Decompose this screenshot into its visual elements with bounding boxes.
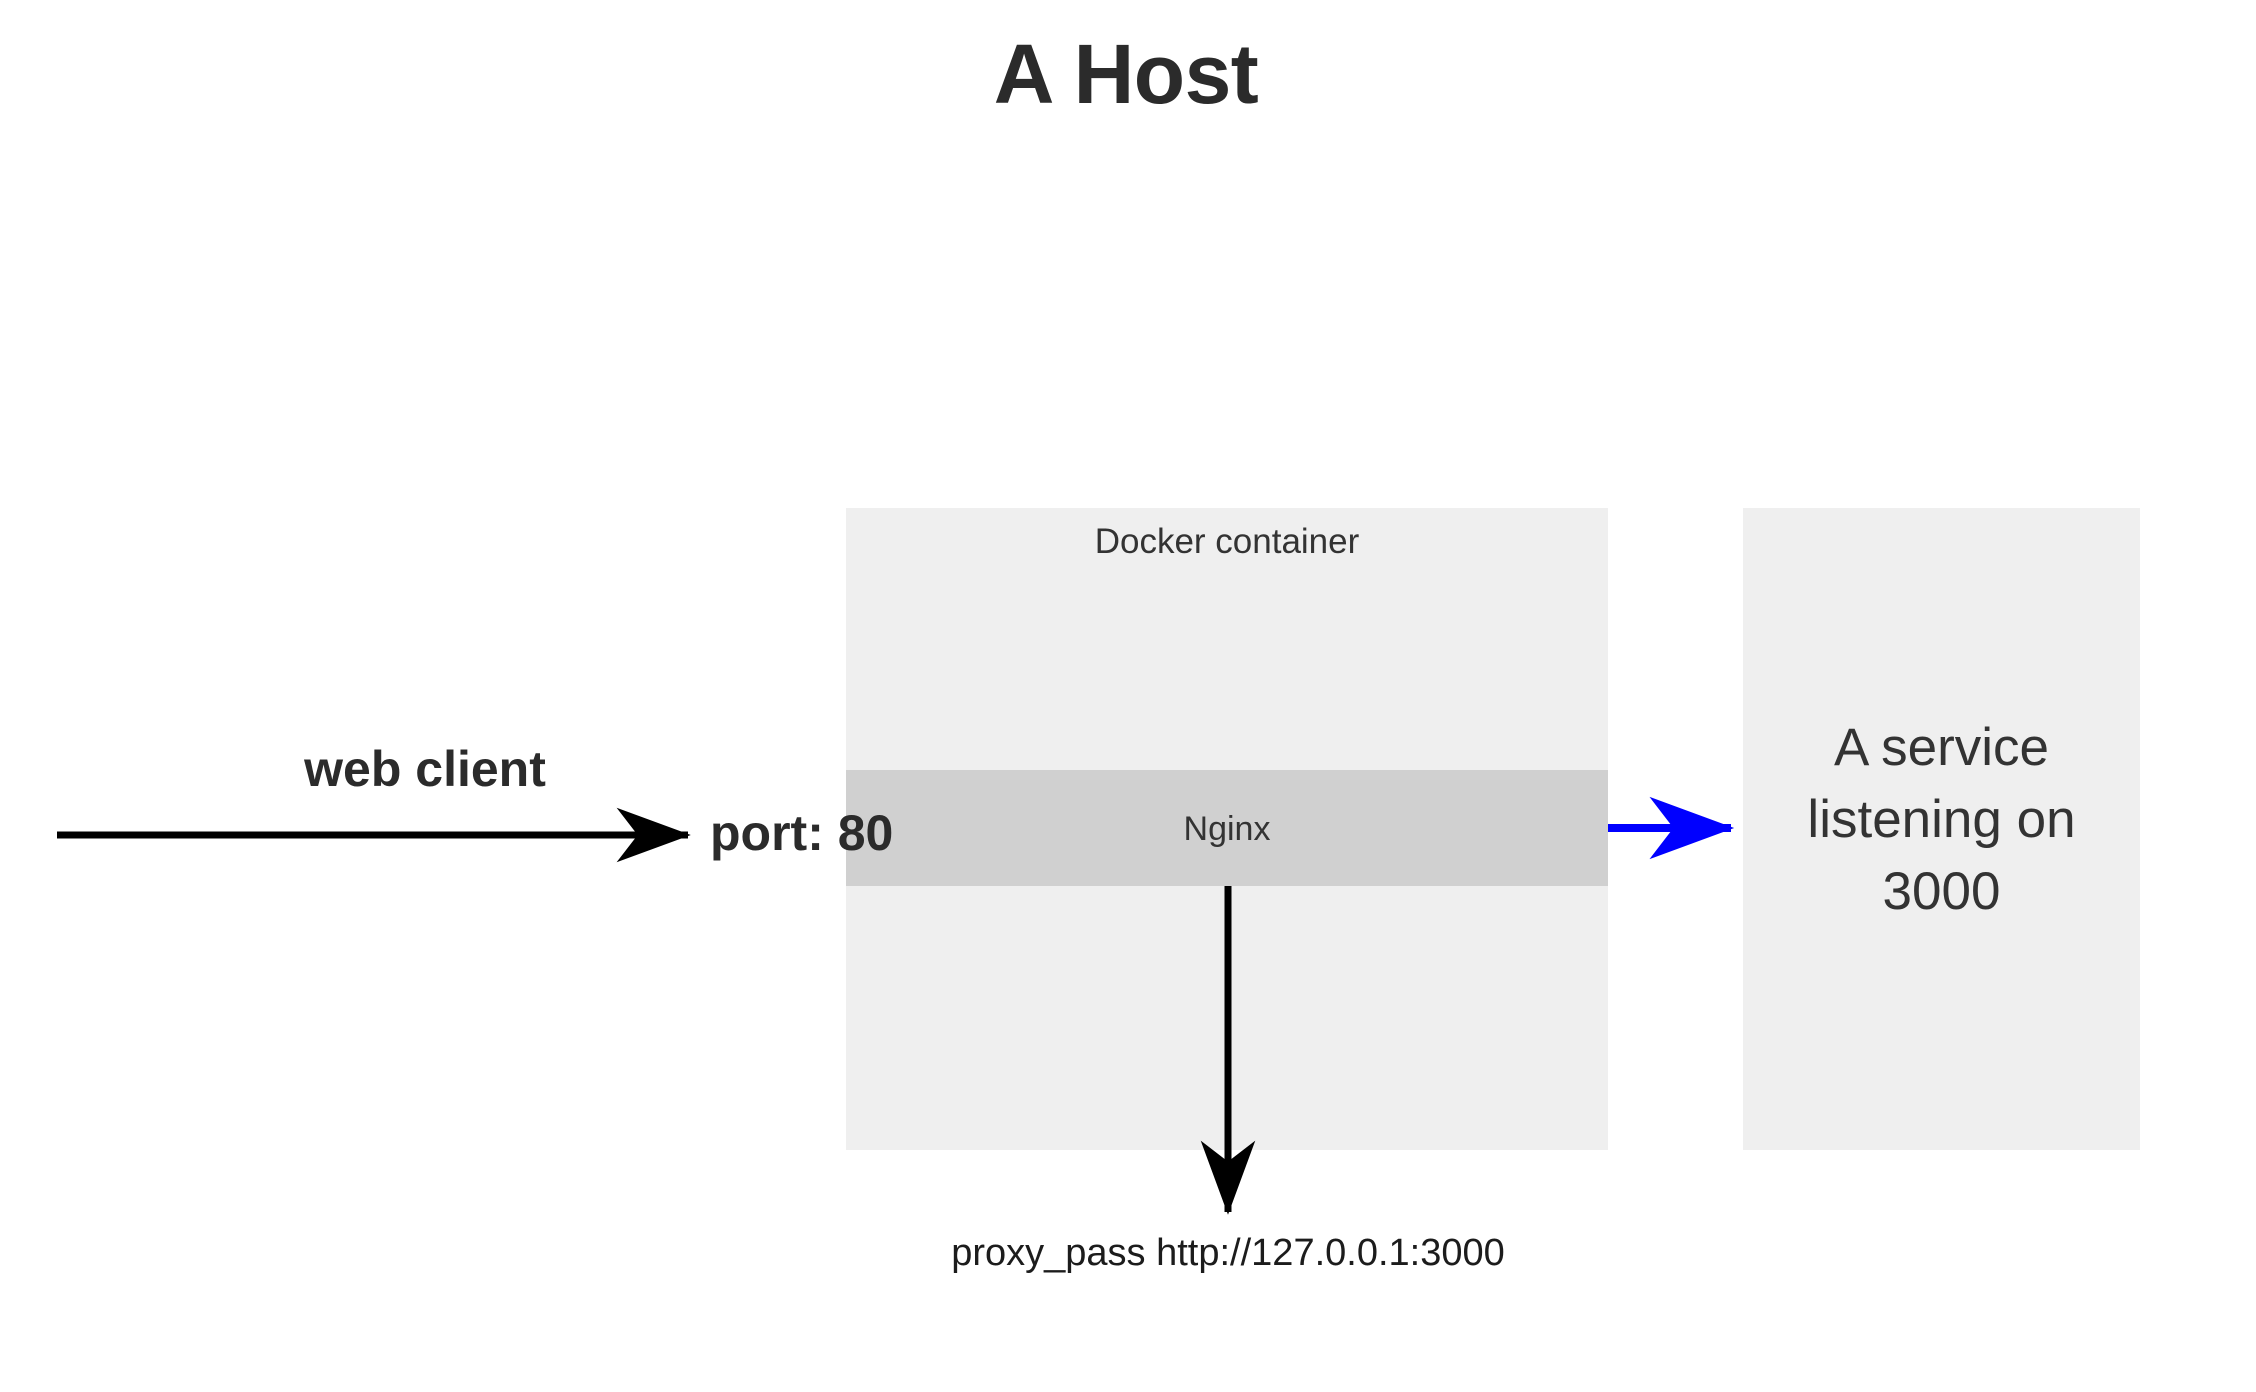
service-label-line-3: 3000 [1882,862,2001,921]
proxy-pass-label: proxy_pass http://127.0.0.1:3000 [951,1232,1505,1274]
page-title-text: A Host [993,27,1259,121]
docker-container-label: Docker container [1094,522,1360,561]
nginx-band [846,770,1608,886]
nginx-label: Nginx [1183,810,1271,848]
web-client-label: web client [304,741,546,797]
page-title: A Host [0,22,2256,126]
service-box [1743,508,2140,1150]
service-label-line-1: A service [1833,718,2050,777]
service-label-line-2: listening on [1807,790,2076,849]
port-label: port: 80 [710,805,894,861]
service-label: A service listening on 3000 [1743,712,2140,928]
